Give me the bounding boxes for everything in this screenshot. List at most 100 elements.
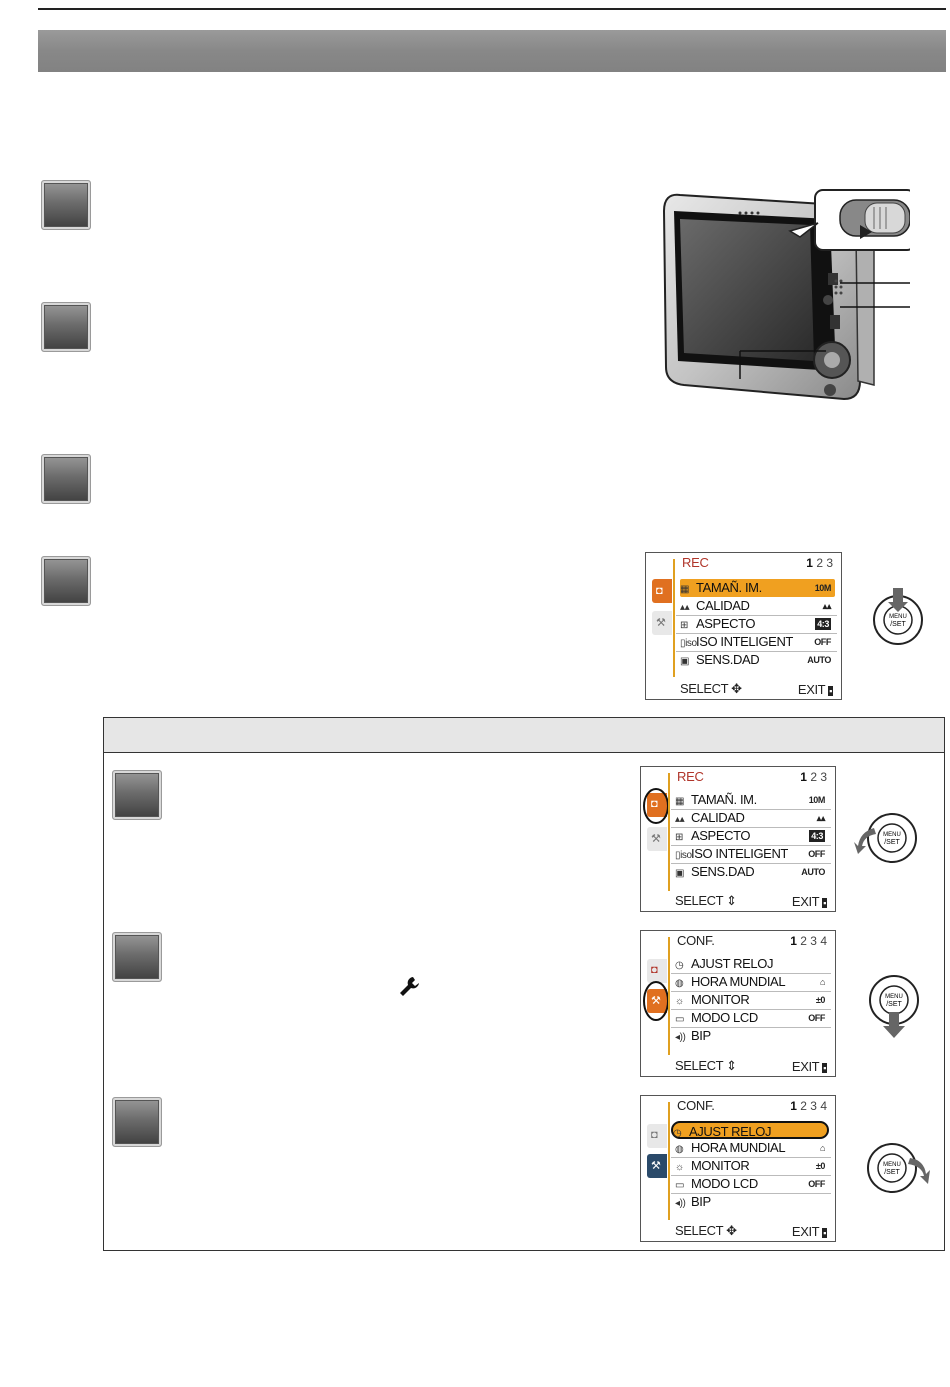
menu-title: REC (682, 555, 709, 570)
menu-item-value: 10M (808, 795, 826, 805)
size-icon: ▦ (680, 584, 690, 595)
menu-item-value: ±0 (815, 1161, 826, 1171)
wrench-icon: ⚒ (656, 617, 666, 629)
menu-item[interactable]: ◍HORA MUNDIAL⌂ (675, 1139, 829, 1157)
menu-item[interactable]: ▦TAMAÑ. IM.10M (680, 579, 835, 597)
setup-tab[interactable] (647, 989, 667, 1013)
sensitivity-icon: ▣ (675, 868, 685, 879)
iso-icon: ▯iso (675, 850, 692, 861)
sub-panel-header (104, 718, 944, 753)
svg-text:MENU: MENU (889, 614, 907, 620)
menu-item[interactable]: ◂))BIP (675, 1193, 829, 1211)
divider (671, 1027, 831, 1028)
menu-item[interactable]: ☼MONITOR±0 (675, 991, 829, 1009)
menu-screen-conf: ◘ ⚒ CONF. 1 2 3 4 ◷AJUST RELOJ ◍HORA MUN… (640, 930, 836, 1077)
menu-item[interactable]: ◷AJUST RELOJ (671, 1121, 829, 1139)
svg-text:MENU: MENU (885, 994, 903, 1000)
page-indicator: 1 2 3 (806, 556, 833, 570)
svg-text:MENU: MENU (883, 832, 901, 838)
step-2-box (41, 302, 91, 352)
cross-key-icon: ✥ (726, 1223, 737, 1238)
menu-item[interactable]: ◍HORA MUNDIAL⌂ (675, 973, 829, 991)
menu-key-icon: ▪ (822, 1228, 827, 1238)
svg-text:/SET: /SET (884, 839, 900, 846)
page-indicator: 1 2 3 4 (790, 934, 827, 948)
lcd-icon: ▭ (675, 1180, 685, 1191)
rec-tab[interactable] (647, 793, 667, 817)
beep-icon: ◂)) (675, 1198, 686, 1209)
camera-illustration (662, 189, 910, 401)
divider (671, 1009, 831, 1010)
tab-divider (668, 773, 670, 891)
divider (671, 845, 831, 846)
quality-icon: ▴▴ (675, 814, 685, 825)
divider (671, 809, 831, 810)
divider (676, 651, 837, 652)
cross-key-right: MENU /SET (867, 1143, 930, 1193)
menu-screen-rec: ◘ ⚒ REC 1 2 3 ▦TAMAÑ. IM.10M ▴▴CALIDAD▴▴… (645, 552, 842, 700)
menu-screen-conf: ◘ ⚒ CONF. 1 2 3 4 ◷AJUST RELOJ ◍HORA MUN… (640, 1095, 836, 1242)
cross-key-icon: ✥ (731, 681, 742, 696)
menu-item-value: AUTO (801, 867, 825, 877)
menu-item-value: 4:3 (809, 830, 825, 842)
aspect-icon: ⊞ (675, 832, 683, 843)
setup-tab[interactable] (647, 1154, 667, 1178)
menu-item[interactable]: ☼MONITOR±0 (675, 1157, 829, 1175)
menu-footer: SELECT ✥ EXIT ▪ (680, 681, 833, 697)
brightness-icon: ☼ (675, 1162, 684, 1173)
globe-icon: ◍ (675, 1144, 684, 1155)
menu-key-icon: ▪ (822, 898, 827, 908)
rec-tab[interactable] (647, 1124, 667, 1148)
menu-item-value: AUTO (807, 655, 831, 665)
menu-item-value: OFF (814, 637, 831, 647)
cross-key-left: MENU /SET (854, 813, 917, 863)
menu-item-value: 4:3 (815, 618, 831, 630)
wrench-icon: ⚒ (651, 1160, 661, 1172)
divider (671, 1175, 831, 1176)
menu-item[interactable]: ◷AJUST RELOJ (675, 955, 829, 973)
rec-tab[interactable] (647, 959, 667, 983)
page-indicator: 1 2 3 (800, 770, 827, 784)
setup-tab[interactable] (647, 827, 667, 851)
setup-tab[interactable] (652, 611, 672, 635)
wrench-icon (400, 977, 419, 996)
menu-item[interactable]: ▦TAMAÑ. IM.10M (675, 791, 829, 809)
menu-set-button-press: MENU /SET (873, 588, 923, 645)
tab-divider (668, 937, 670, 1055)
menu-footer: SELECT ✥ EXIT ▪ (675, 1223, 827, 1239)
globe-icon: ◍ (675, 978, 684, 989)
sub-procedure-panel (103, 717, 945, 1251)
clock-icon: ◷ (675, 960, 684, 971)
menu-screen-rec: ◘ ⚒ REC 1 2 3 ▦TAMAÑ. IM.10M ▴▴CALIDAD▴▴… (640, 766, 836, 912)
divider (671, 827, 831, 828)
menu-item-value: ⌂ (819, 977, 825, 987)
divider (671, 863, 831, 864)
menu-item-value: 10M (814, 583, 832, 593)
quality-icon: ▴▴ (680, 602, 690, 613)
divider (671, 1157, 831, 1158)
menu-footer: SELECT ⇕ EXIT ▪ (675, 1058, 827, 1074)
menu-item-value: OFF (808, 849, 825, 859)
divider (676, 633, 837, 634)
step-4-box (41, 556, 91, 606)
substep-3-box (112, 1097, 162, 1147)
menu-item[interactable]: ▴▴CALIDAD▴▴ (675, 809, 829, 827)
page-indicator: 1 2 3 4 (790, 1099, 827, 1113)
rec-tab[interactable] (652, 579, 672, 603)
up-down-key-icon: ⇕ (726, 1058, 737, 1073)
beep-icon: ◂)) (675, 1032, 686, 1043)
wrench-icon: ⚒ (651, 833, 661, 845)
menu-item[interactable]: ◂))BIP (675, 1027, 829, 1045)
menu-item[interactable]: ▴▴CALIDAD▴▴ (680, 597, 835, 615)
menu-item-value: ▴▴ (816, 813, 826, 823)
menu-item-value: OFF (808, 1179, 825, 1189)
camera-icon: ◘ (651, 964, 658, 976)
